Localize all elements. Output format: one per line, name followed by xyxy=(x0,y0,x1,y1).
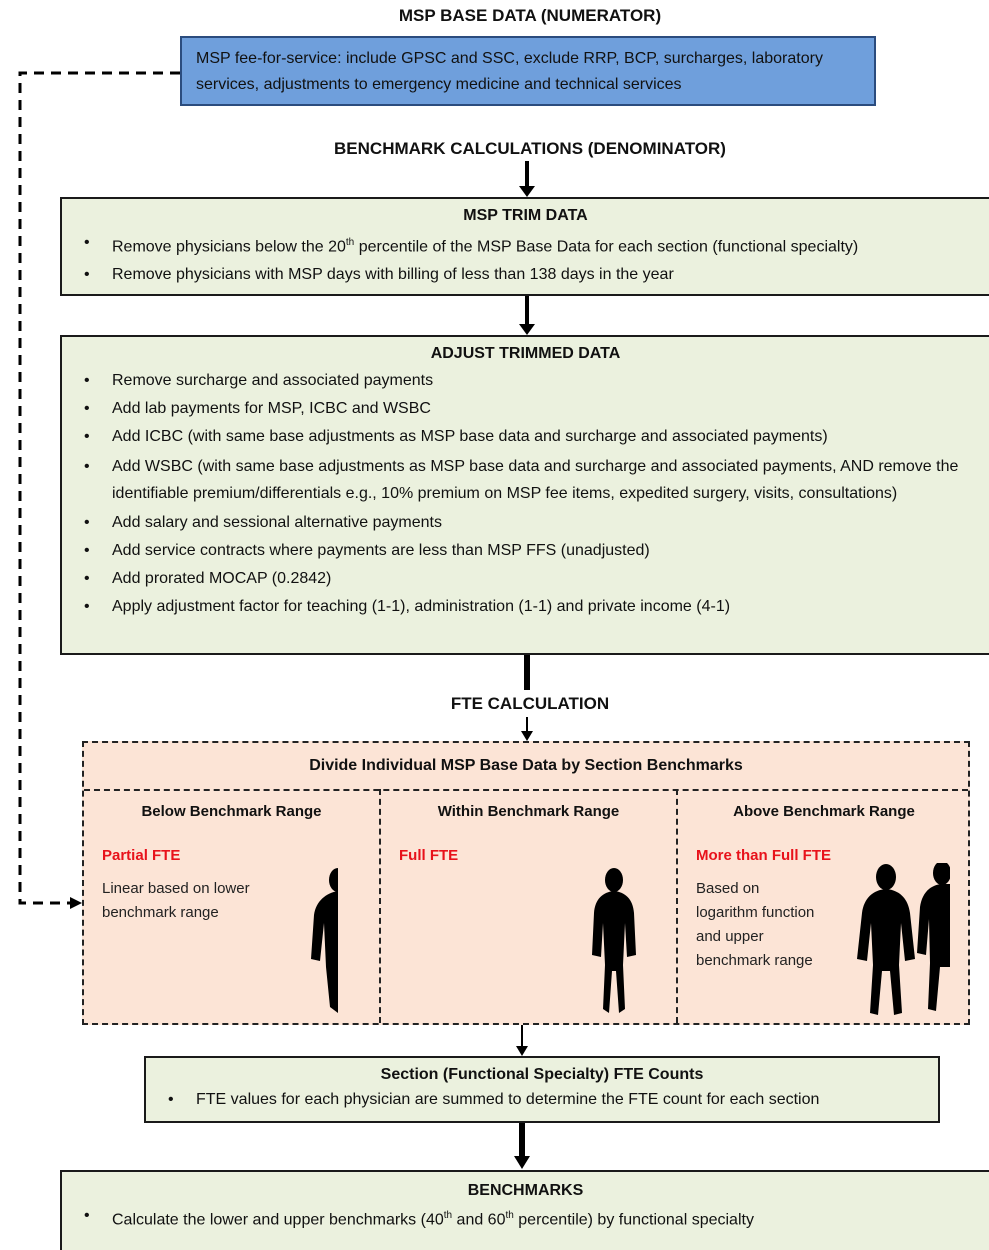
divide-box: Divide Individual MSP Base Data by Secti… xyxy=(82,741,970,1025)
adjust-item: Add WSBC (with same base adjustments as … xyxy=(62,451,971,509)
fte-calculation-heading: FTE CALCULATION xyxy=(450,694,610,713)
dashed-connector-arrowhead xyxy=(70,897,82,909)
section-counts-list: FTE values for each physician are summed… xyxy=(146,1086,938,1114)
trim-item: Remove physicians below the 20th percent… xyxy=(62,229,989,261)
benchmark-calculations-heading: BENCHMARK CALCULATIONS (DENOMINATOR) xyxy=(334,139,726,158)
column-divider xyxy=(676,789,678,1023)
column-below-benchmark: Below Benchmark Range Partial FTE Linear… xyxy=(84,789,379,1023)
column-divider xyxy=(379,789,381,1023)
adjust-item: Add lab payments for MSP, ICBC and WSBC xyxy=(62,395,971,423)
adjust-item: Apply adjustment factor for teaching (1-… xyxy=(62,593,971,621)
partial-person-icon xyxy=(311,868,338,1013)
msp-base-box: MSP fee-for-service: include GPSC and SS… xyxy=(180,36,876,106)
msp-base-text: MSP fee-for-service: include GPSC and SS… xyxy=(196,50,823,93)
adjust-data-box: ADJUST TRIMMED DATA Remove surcharge and… xyxy=(60,335,989,655)
column-title: Within Benchmark Range xyxy=(437,803,620,820)
adjust-item: Add salary and sessional alternative pay… xyxy=(62,509,971,537)
trim-data-title: MSP TRIM DATA xyxy=(463,207,588,224)
full-person-icon xyxy=(592,868,636,1013)
benchmarks-item: Calculate the lower and upper benchmarks… xyxy=(62,1202,989,1234)
fte-label: More than Full FTE xyxy=(696,847,831,864)
trim-data-list: Remove physicians below the 20th percent… xyxy=(62,229,989,289)
trim-data-box: MSP TRIM DATA Remove physicians below th… xyxy=(60,197,989,296)
benchmarks-list: Calculate the lower and upper benchmarks… xyxy=(62,1202,989,1234)
fte-label: Partial FTE xyxy=(102,847,181,864)
benchmarks-title: BENCHMARKS xyxy=(467,1182,584,1199)
column-description: Based on logarithm function and upper be… xyxy=(696,880,815,969)
benchmarks-box: BENCHMARKS Calculate the lower and upper… xyxy=(60,1170,989,1250)
column-above-benchmark: Above Benchmark Range More than Full FTE… xyxy=(678,789,970,1023)
two-persons-icon xyxy=(857,863,950,1015)
adjust-data-list: Remove surcharge and associated payments… xyxy=(62,367,989,621)
trim-item: Remove physicians with MSP days with bil… xyxy=(62,261,989,289)
divide-header: Divide Individual MSP Base Data by Secti… xyxy=(84,743,968,791)
column-within-benchmark: Within Benchmark Range Full FTE xyxy=(381,789,676,1023)
adjust-data-title: ADJUST TRIMMED DATA xyxy=(430,345,621,362)
section-counts-item: FTE values for each physician are summed… xyxy=(146,1086,938,1114)
column-title: Below Benchmark Range xyxy=(141,803,322,820)
column-description: Linear based on lower benchmark range xyxy=(102,880,250,921)
adjust-item: Add service contracts where payments are… xyxy=(62,537,971,565)
section-counts-title: Section (Functional Specialty) FTE Count… xyxy=(380,1066,704,1083)
adjust-item: Add prorated MOCAP (0.2842) xyxy=(62,565,971,593)
adjust-item: Remove surcharge and associated payments xyxy=(62,367,971,395)
msp-base-heading: MSP BASE DATA (NUMERATOR) xyxy=(398,6,662,25)
fte-label: Full FTE xyxy=(399,847,459,864)
section-counts-box: Section (Functional Specialty) FTE Count… xyxy=(144,1056,940,1123)
divide-title: Divide Individual MSP Base Data by Secti… xyxy=(309,757,743,774)
column-title: Above Benchmark Range xyxy=(733,803,915,820)
adjust-item: Add ICBC (with same base adjustments as … xyxy=(62,423,971,451)
